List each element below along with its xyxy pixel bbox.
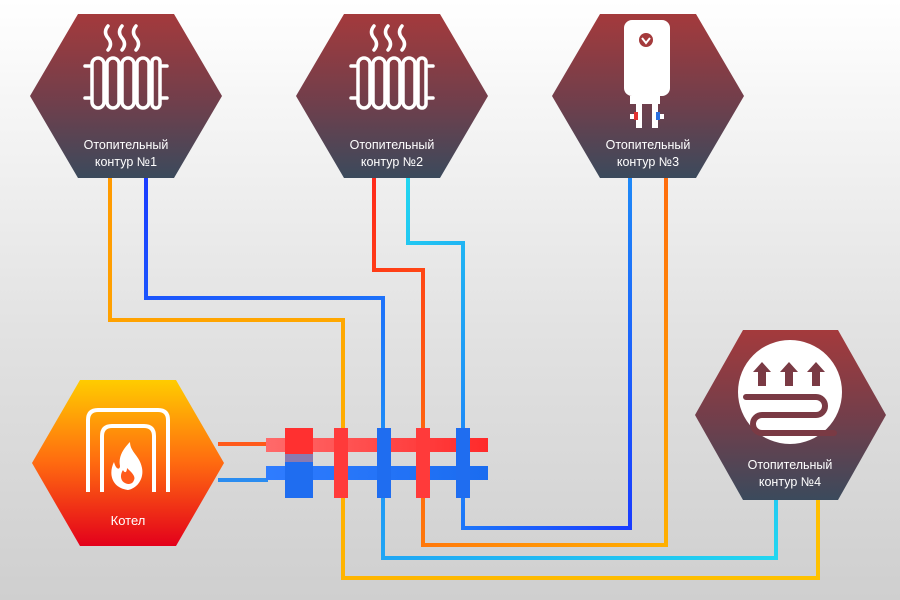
circuit4-title-line1: Отопительный	[748, 458, 833, 472]
radiator-icon	[349, 24, 435, 110]
radiator-icon	[83, 24, 169, 110]
boiler-fire-icon	[86, 408, 170, 492]
water-heater-icon	[624, 20, 670, 128]
circuit2-title-line2: контур №2	[361, 155, 423, 169]
manifold-supply-inlet	[285, 428, 313, 458]
circuit3-title-line1: Отопительный	[606, 138, 691, 152]
circuit1-title-line1: Отопительный	[84, 138, 169, 152]
underfloor-heating-icon	[738, 340, 842, 444]
circuit1-node: Отопительный контур №1	[30, 14, 222, 178]
circuit1-title-line2: контур №1	[95, 155, 157, 169]
circuit4-title-line2: контур №4	[759, 475, 821, 489]
circuit4-node: Отопительный контур №4	[695, 330, 886, 500]
circuit2-node: Отопительный контур №2	[296, 14, 488, 178]
manifold-return-inlet	[285, 458, 313, 498]
manifold-tap-3	[416, 428, 430, 498]
boiler-title: Котел	[111, 513, 146, 528]
boiler-node: Котел	[32, 380, 224, 546]
circuit2-title-line1: Отопительный	[350, 138, 435, 152]
pipe-circuit2-return	[406, 178, 632, 530]
manifold-tap-1	[334, 428, 348, 498]
manifold-tap-2	[377, 428, 391, 498]
manifold-tap-4	[456, 428, 470, 498]
pipe-circuit2-supply	[372, 178, 668, 547]
circuit3-node: Отопительный контур №3	[552, 14, 744, 178]
manifold	[266, 428, 488, 498]
circuit3-title-line2: контур №3	[617, 155, 679, 169]
